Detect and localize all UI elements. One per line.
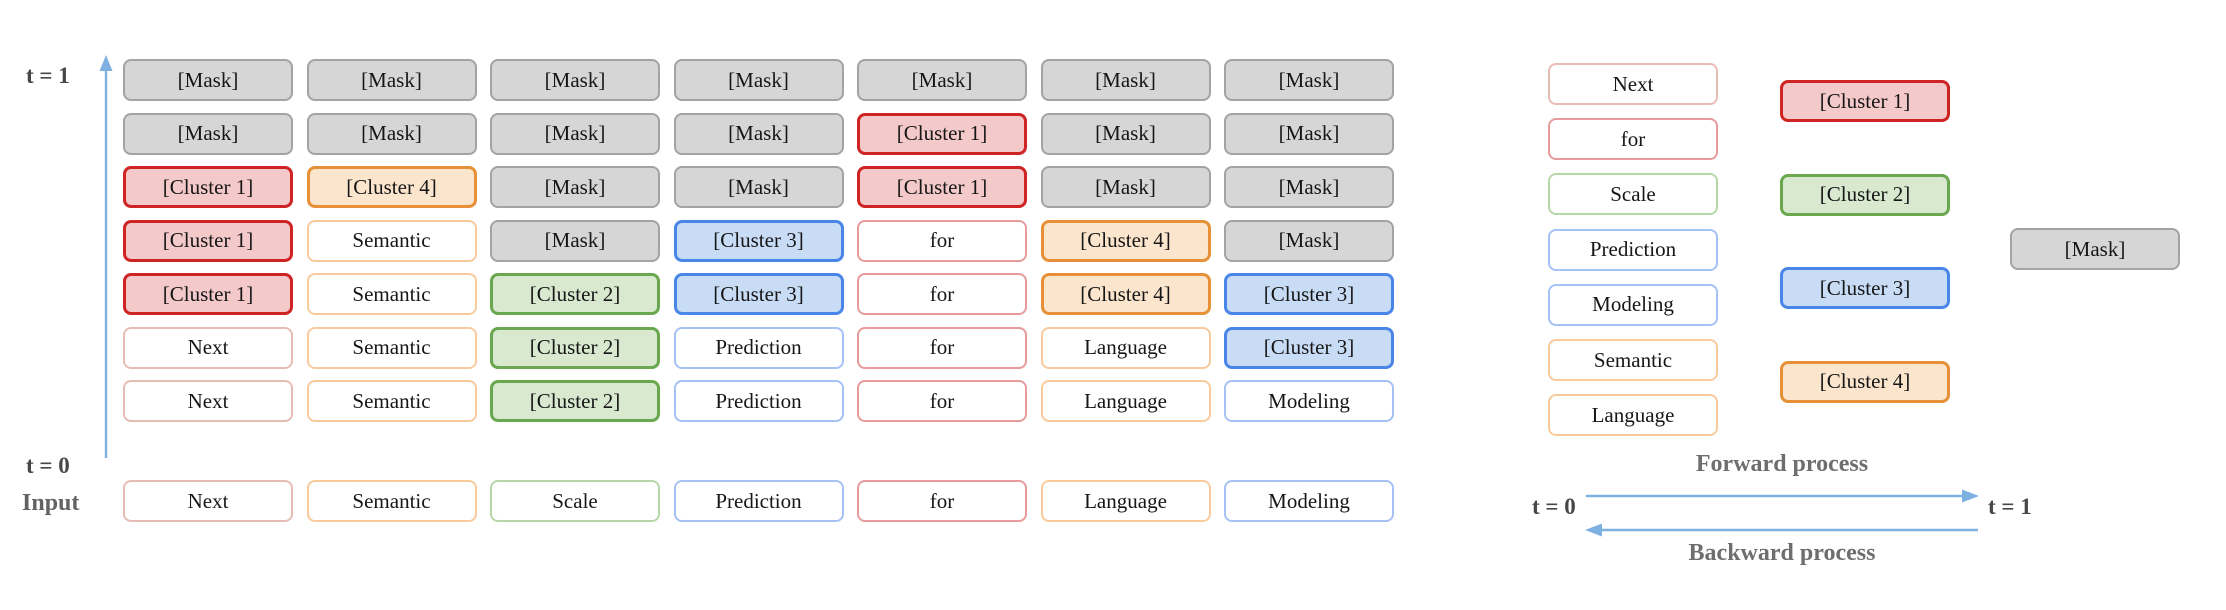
mask-token-box: [Mask] (857, 59, 1027, 101)
c2-token-box: [Cluster 2] (490, 326, 660, 369)
mask-token-box: [Mask] (673, 112, 844, 155)
pred-token-box: Prediction (1548, 228, 1718, 271)
c1-token-box: [Cluster 1] (857, 112, 1027, 155)
process-label-t0: t = 0 (1532, 494, 1576, 519)
c1-token-box: [Cluster 1] (1780, 80, 1950, 122)
c1-token-box: [Cluster 1] (123, 273, 293, 315)
process-label-t1: t = 1 (1988, 494, 2032, 519)
mask-token-box: [Mask] (1224, 166, 1394, 208)
c3-token-box: [Cluster 3] (1224, 326, 1394, 369)
scale-token-box: Scale (490, 480, 660, 522)
mask-token-box: [Mask] (1040, 166, 1211, 208)
for-token-box: for (857, 219, 1027, 262)
lang-token-box: Language (1548, 394, 1718, 437)
next-token-box: Next (123, 480, 293, 522)
mask-token-box: [Mask] (1224, 112, 1394, 155)
pred-token-box: Prediction (673, 326, 844, 369)
c3-token-box: [Cluster 3] (1224, 273, 1394, 315)
next-token-box: Next (123, 326, 293, 369)
sem-token-box: Semantic (306, 380, 477, 422)
lang-token-box: Language (1040, 380, 1211, 422)
for-token-box: for (1548, 118, 1718, 161)
next-token-box: Next (1548, 63, 1718, 105)
forward-arrow-icon (1586, 489, 1979, 503)
backward-arrow-icon (1585, 523, 1978, 537)
axis-label-t0: t = 0 (26, 453, 70, 478)
mask-token-box: [Mask] (1224, 59, 1394, 101)
c3-token-box: [Cluster 3] (673, 273, 844, 315)
c1-token-box: [Cluster 1] (123, 219, 293, 262)
backward-process-label: Backward process (1688, 540, 1876, 566)
mask-token-box: [Mask] (490, 166, 660, 208)
pred-token-box: Prediction (673, 480, 844, 522)
for-token-box: for (857, 380, 1027, 422)
c4-token-box: [Cluster 4] (306, 166, 477, 208)
time-axis-arrow-icon (99, 55, 113, 458)
mask-token-box: [Mask] (673, 166, 844, 208)
mask-token-box: [Mask] (1224, 219, 1394, 262)
sem-token-box: Semantic (306, 273, 477, 315)
lang-token-box: Language (1040, 480, 1211, 522)
mask-token-box: [Mask] (490, 112, 660, 155)
c1-token-box: [Cluster 1] (857, 166, 1027, 208)
mask-token-box: [Mask] (306, 59, 477, 101)
mask-token-box: [Mask] (306, 112, 477, 155)
mask-token-box: [Mask] (1040, 112, 1211, 155)
sem-token-box: Semantic (306, 480, 477, 522)
mask-token-box: [Mask] (490, 59, 660, 101)
mask-token-box: [Mask] (673, 59, 844, 101)
mask-token-box: [Mask] (123, 59, 293, 101)
axis-label-t1: t = 1 (26, 63, 70, 88)
c2-token-box: [Cluster 2] (490, 380, 660, 422)
c2-token-box: [Cluster 2] (1780, 173, 1950, 216)
lang-token-box: Language (1040, 326, 1211, 369)
mask-token-box: [Mask] (1040, 59, 1211, 101)
pred-token-box: Prediction (673, 380, 844, 422)
input-row-label: Input (22, 490, 80, 516)
c1-token-box: [Cluster 1] (123, 166, 293, 208)
next-token-box: Next (123, 380, 293, 422)
c4-token-box: [Cluster 4] (1040, 219, 1211, 262)
mask-token-box: [Mask] (490, 219, 660, 262)
c4-token-box: [Cluster 4] (1040, 273, 1211, 315)
mask-token-box: [Mask] (123, 112, 293, 155)
for-token-box: for (857, 480, 1027, 522)
sem-token-box: Semantic (306, 219, 477, 262)
c3-token-box: [Cluster 3] (1780, 267, 1950, 309)
model-token-box: Modeling (1548, 283, 1718, 326)
model-token-box: Modeling (1224, 480, 1394, 522)
forward-process-label: Forward process (1695, 451, 1869, 477)
c2-token-box: [Cluster 2] (490, 273, 660, 315)
sem-token-box: Semantic (306, 326, 477, 369)
for-token-box: for (857, 326, 1027, 369)
for-token-box: for (857, 273, 1027, 315)
sem-token-box: Semantic (1548, 339, 1718, 381)
mask-token-box: [Mask] (2010, 228, 2180, 270)
c4-token-box: [Cluster 4] (1780, 360, 1950, 403)
model-token-box: Modeling (1224, 380, 1394, 422)
scale-token-box: Scale (1548, 173, 1718, 216)
c3-token-box: [Cluster 3] (673, 219, 844, 262)
